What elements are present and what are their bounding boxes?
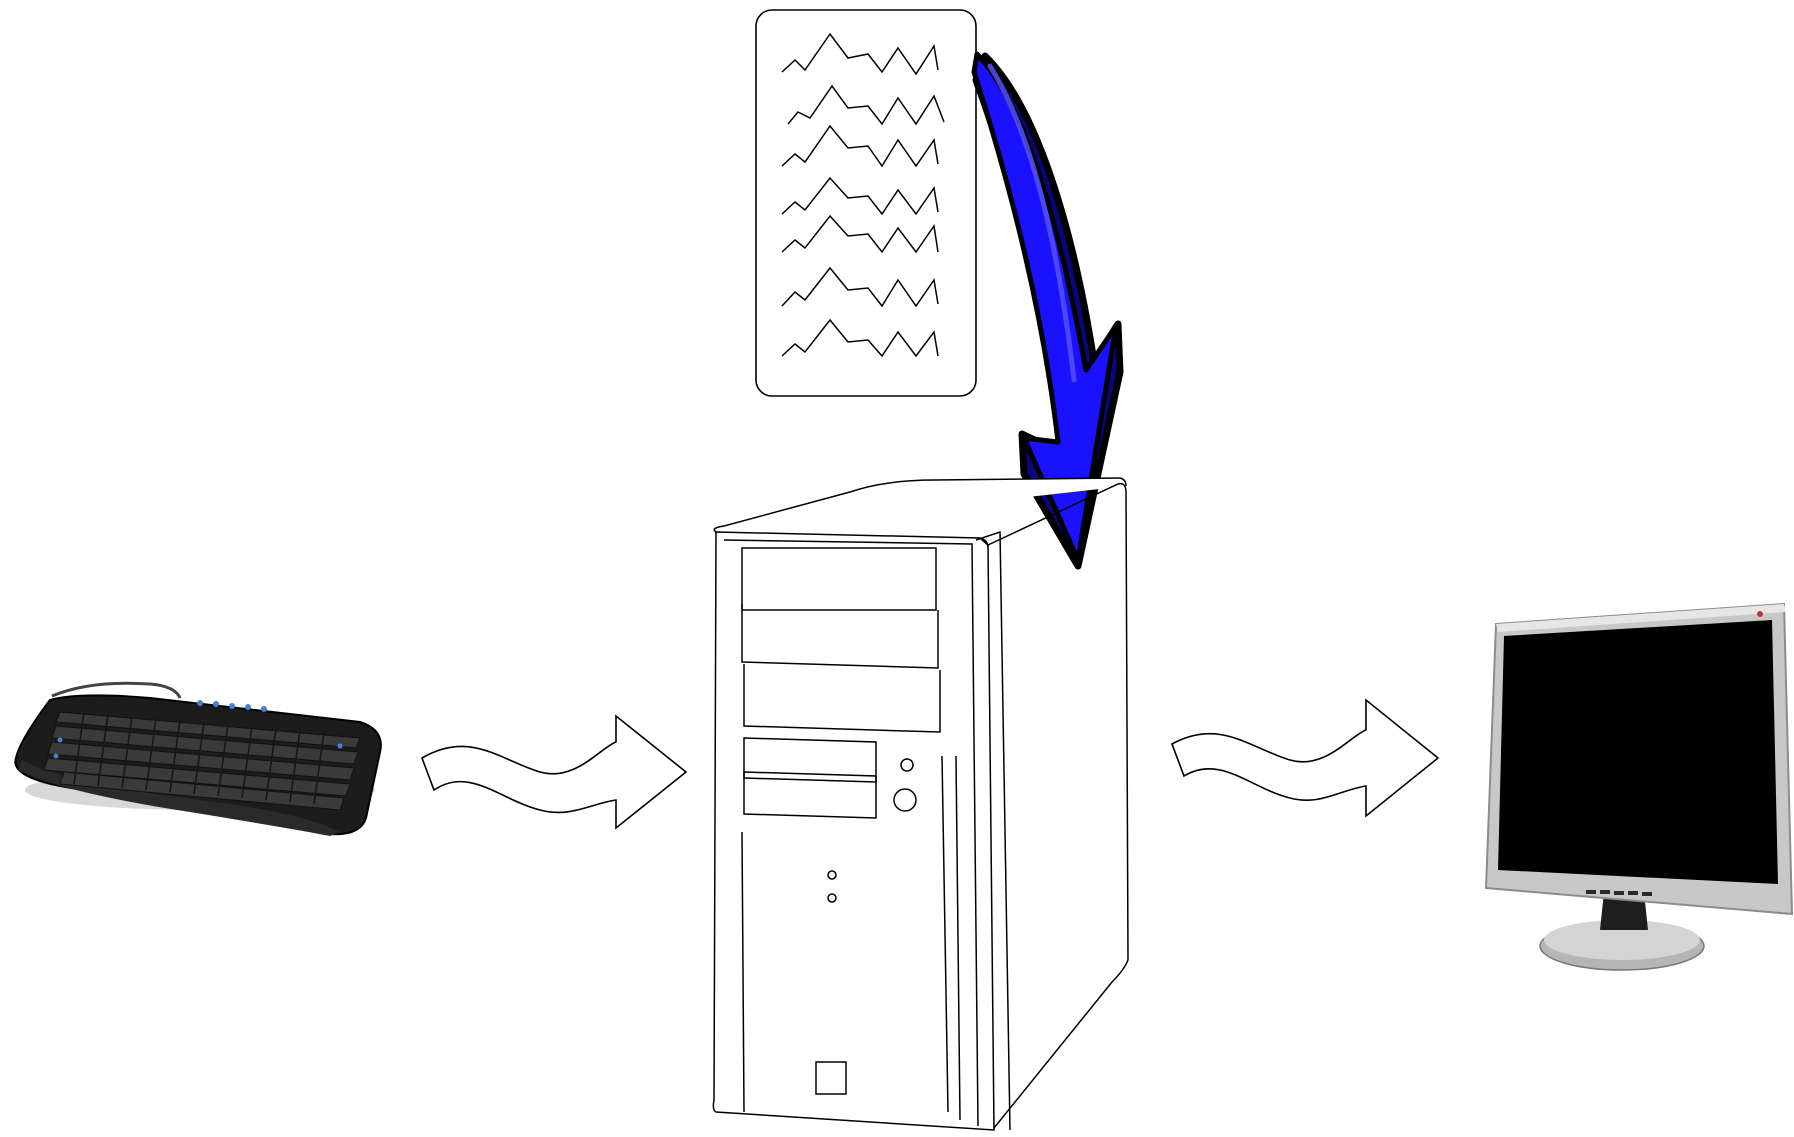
computer-tower-icon [713, 478, 1128, 1130]
computer-to-monitor-arrow [1172, 700, 1438, 816]
program-document-icon [756, 10, 976, 396]
keyboard-icon [15, 683, 380, 836]
monitor-icon [1486, 604, 1792, 970]
keyboard-to-computer-arrow [422, 716, 686, 828]
